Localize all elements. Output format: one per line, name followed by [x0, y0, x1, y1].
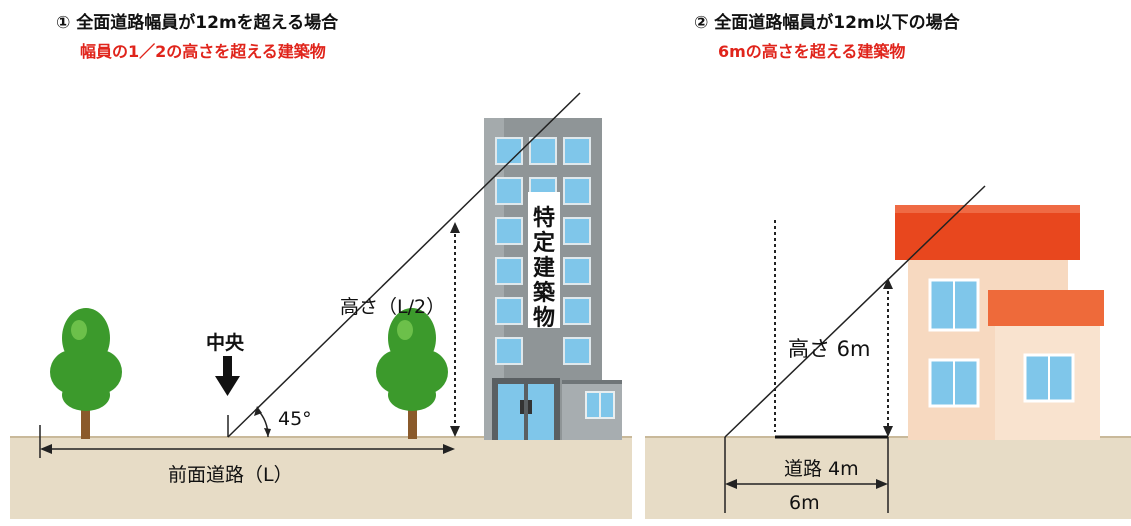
right-subtitle: 6mの高さを超える建築物: [718, 42, 906, 61]
building-window: [495, 337, 523, 365]
building-windows: [495, 137, 591, 365]
height-arrow-bottom-right: [883, 426, 893, 437]
height-label-left: 高さ（L/2）: [340, 296, 446, 318]
left-subtitle: 幅員の1／2の高さを超える建築物: [80, 42, 326, 61]
building-label: 特定建築物: [532, 206, 555, 331]
left-ground: [10, 437, 632, 519]
height-arrow-bottom-left: [450, 426, 460, 437]
slope-line-right: [724, 185, 986, 438]
tree-left: [50, 308, 122, 439]
building-window: [529, 137, 557, 165]
road-label-right: 道路 4m: [784, 458, 859, 480]
angle-arrow-bottom: [264, 428, 271, 437]
building-window: [563, 337, 591, 365]
specific-building: [484, 118, 622, 440]
building-window: [563, 217, 591, 245]
road-arrow-end: [443, 444, 455, 454]
angle-label: 45°: [278, 408, 312, 430]
building-window: [495, 137, 523, 165]
center-arrow: [215, 356, 240, 437]
building-window: [495, 297, 523, 325]
building-window: [563, 297, 591, 325]
height-arrow-top-right: [883, 278, 893, 289]
height-arrow-top-left: [450, 222, 460, 233]
road-label-left: 前面道路（L）: [168, 464, 293, 486]
building-window: [495, 257, 523, 285]
building-window: [563, 257, 591, 285]
right-title: ② 全面道路幅員が12m以下の場合: [694, 13, 960, 33]
distance-arrow-end: [876, 479, 888, 489]
angle-arrow-top: [254, 406, 262, 416]
building-window: [563, 137, 591, 165]
center-label: 中央: [206, 332, 245, 354]
road-arrow-start: [40, 444, 52, 454]
left-title: ① 全面道路幅員が12mを超える場合: [56, 13, 339, 33]
building-window: [495, 217, 523, 245]
distance-label-right: 6m: [789, 492, 820, 514]
slope-line-left: [227, 92, 581, 438]
height-label-right: 高さ 6m: [788, 337, 871, 361]
house: [895, 205, 1104, 440]
tree-right: [376, 308, 448, 439]
building-window: [495, 177, 523, 205]
distance-arrow-start: [725, 479, 737, 489]
building-window: [563, 177, 591, 205]
